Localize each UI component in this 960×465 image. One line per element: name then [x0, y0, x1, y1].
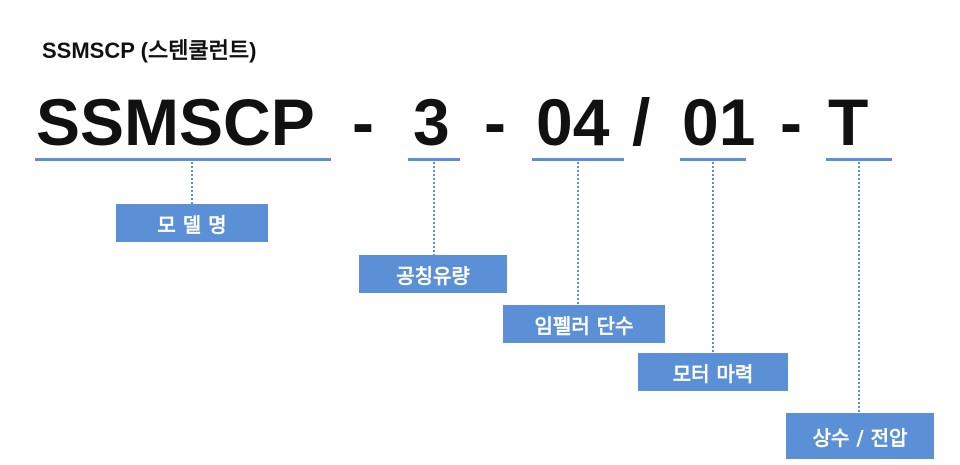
code-stages: 04 — [536, 85, 610, 159]
page-title: SSMSCP (스텐쿨런트) — [42, 38, 257, 63]
label-nominal-flow: 공칭유량 — [359, 255, 507, 293]
label-phase-voltage: 상수 / 전압 — [786, 413, 934, 459]
underline-flow — [408, 158, 460, 161]
underline-stages — [532, 158, 624, 161]
connector-phase — [858, 162, 860, 412]
connector-flow — [433, 162, 435, 256]
code-separator-2: - — [484, 85, 506, 159]
code-slash: / — [632, 85, 651, 159]
underline-phase — [826, 158, 892, 161]
underline-power — [680, 158, 746, 161]
code-model: SSMSCP — [36, 85, 315, 159]
code-separator-3: - — [780, 85, 802, 159]
label-model-name: 모 델 명 — [116, 204, 268, 242]
label-impeller-stages: 임펠러 단수 — [503, 305, 665, 343]
connector-model — [191, 162, 193, 204]
label-motor-power: 모터 마력 — [638, 353, 788, 391]
connector-stages — [577, 162, 579, 304]
connector-power — [712, 162, 714, 352]
code-phase: T — [828, 85, 869, 159]
code-separator-1: - — [352, 85, 374, 159]
underline-model — [35, 158, 331, 161]
code-power: 01 — [682, 85, 756, 159]
code-flow: 3 — [413, 85, 450, 159]
